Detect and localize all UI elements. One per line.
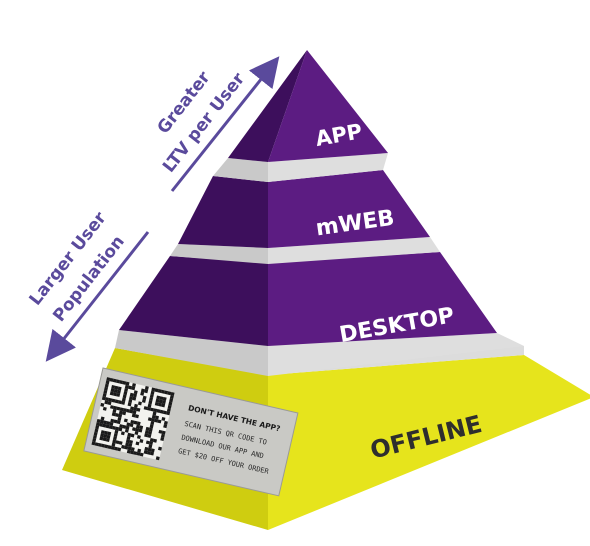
separator-mweb-desktop — [170, 237, 440, 264]
arrow-up-line — [170, 56, 280, 192]
tier-mweb — [178, 170, 430, 248]
app-left-face — [228, 50, 307, 162]
offline-right-face — [268, 355, 590, 530]
app-right-face — [268, 50, 388, 162]
desktop-left-face — [119, 256, 268, 346]
desktop-right-face — [268, 252, 497, 346]
qr-code-icon — [91, 377, 175, 461]
mweb-right-face — [268, 170, 430, 248]
tier-app — [228, 50, 388, 162]
separator-app-mweb — [213, 153, 388, 182]
mweb-left-face — [178, 176, 268, 248]
separator-desktop-offline — [115, 330, 524, 376]
tier-desktop — [119, 252, 497, 346]
qr-card: DON'T HAVE THE APP? SCAN THIS QR CODE TO… — [83, 367, 299, 497]
arrow-down-line — [45, 231, 150, 362]
